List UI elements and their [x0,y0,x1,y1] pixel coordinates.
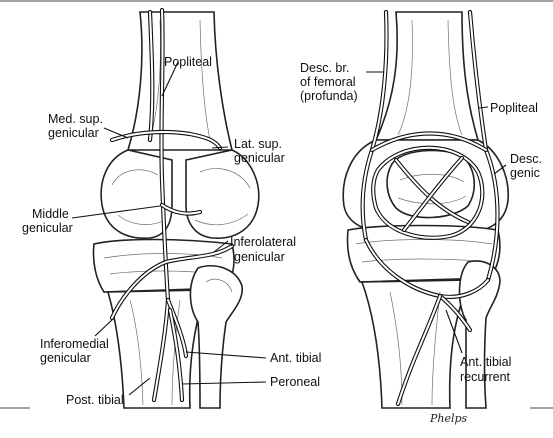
label-desc-br-femoral-1: Desc. br. [300,61,349,75]
label-lat-sup-genicular-1: Lat. sup. [234,137,282,151]
label-med-sup-genicular-2: genicular [48,126,99,140]
label-ant-tibial-left: Ant. tibial [270,351,321,365]
label-desc-br-femoral-3: (profunda) [300,89,358,103]
label-middle-genicular-1: Middle [32,207,69,221]
label-ant-tibial-recurrent-2: recurrent [460,370,511,384]
label-middle-genicular-2: genicular [22,221,73,235]
fibula-left [190,266,242,408]
label-desc-genicular-2: genic [510,166,540,180]
label-popliteal-right: Popliteal [490,101,538,115]
label-desc-br-femoral-2: of femoral [300,75,356,89]
label-desc-genicular-1: Desc. [510,152,542,166]
anterior-knee-illustration [343,12,508,408]
label-inferomedial-genicular-1: Inferomedial [40,337,109,351]
label-lat-sup-genicular-2: genicular [234,151,285,165]
fibula-right [460,261,501,408]
femur-shaft-right [376,12,478,140]
label-popliteal-left: Popliteal [164,55,212,69]
label-ant-tibial-recurrent-1: Ant. tibial [460,355,511,369]
femur-shaft-left [128,12,232,150]
label-med-sup-genicular-1: Med. sup. [48,112,103,126]
label-inferomedial-genicular-2: genicular [40,351,91,365]
label-post-tibial: Post. tibial [66,393,124,407]
label-peroneal: Peroneal [270,375,320,389]
tibia-shaft-right [362,280,470,408]
artist-signature: Phelps [429,412,468,425]
label-inferolateral-genicular-2: genicular [234,250,285,264]
label-inferolateral-genicular-1: Inferolateral [230,235,296,249]
